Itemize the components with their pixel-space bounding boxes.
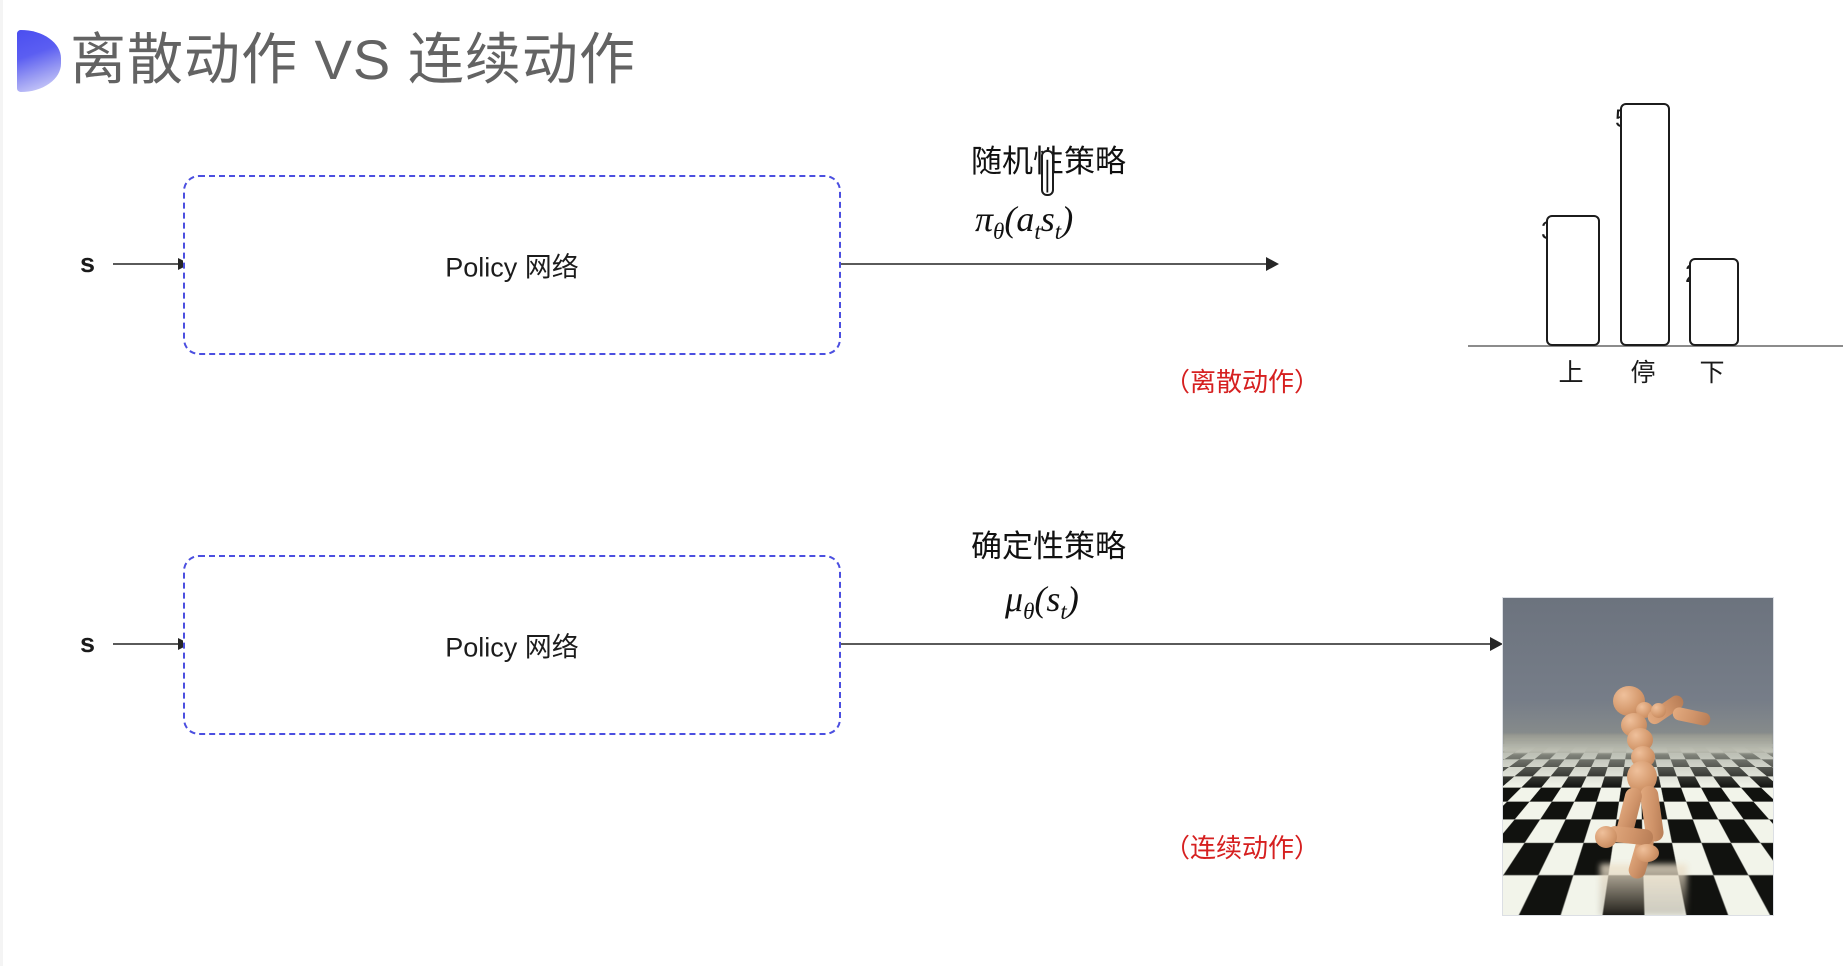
- formula-open: (: [1004, 199, 1016, 239]
- player-left-edge: [0, 0, 3, 966]
- formula-arg2: s: [1041, 199, 1055, 239]
- bar-stop: [1620, 103, 1670, 346]
- formula-bar: |: [1041, 150, 1054, 196]
- formula-close: ): [1067, 579, 1079, 619]
- formula-arg1: a: [1016, 199, 1034, 239]
- bar-down: [1689, 258, 1739, 346]
- action-probability-bar-chart: 30% 上 50% 停 20% 下: [1468, 95, 1843, 395]
- formula-fn-sub: θ: [1023, 598, 1034, 624]
- humanoid-hand: [1651, 703, 1666, 718]
- formula-fn: μ: [1005, 579, 1023, 619]
- humanoid-simulation-image: [1503, 598, 1773, 915]
- input-state-label-discrete: s: [80, 248, 95, 279]
- bar-category-label: 下: [1664, 353, 1760, 389]
- policy-formula-discrete: πθ(at|st): [975, 198, 1073, 245]
- humanoid-foot: [1635, 844, 1659, 862]
- formula-open: (: [1034, 579, 1046, 619]
- formula-fn: π: [975, 199, 993, 239]
- half-circle-bullet-icon: [17, 30, 61, 92]
- formula-fn-sub: θ: [993, 218, 1004, 244]
- output-arrow-discrete: [841, 263, 1277, 265]
- action-type-note-discrete: （离散动作）: [1164, 362, 1320, 399]
- input-arrow-discrete: [113, 263, 188, 265]
- policy-network-label-continuous: Policy 网络: [185, 626, 839, 665]
- bar-up: [1546, 215, 1600, 346]
- output-arrow-continuous: [841, 643, 1501, 645]
- input-arrow-continuous: [113, 643, 188, 645]
- policy-formula-continuous: μθ(st): [1005, 578, 1079, 625]
- input-state-label-continuous: s: [80, 628, 95, 659]
- policy-network-label-discrete: Policy 网络: [185, 246, 839, 285]
- action-type-note-continuous: （连续动作）: [1164, 828, 1320, 865]
- policy-network-box-continuous[interactable]: Policy 网络: [183, 555, 841, 735]
- humanoid-knee: [1595, 826, 1617, 848]
- page-title: 离散动作 VS 连续动作: [70, 22, 636, 98]
- policy-type-label-continuous: 确定性策略: [971, 521, 1126, 566]
- formula-close: ): [1061, 199, 1073, 239]
- formula-arg1: s: [1046, 579, 1060, 619]
- policy-network-box-discrete[interactable]: Policy 网络: [183, 175, 841, 355]
